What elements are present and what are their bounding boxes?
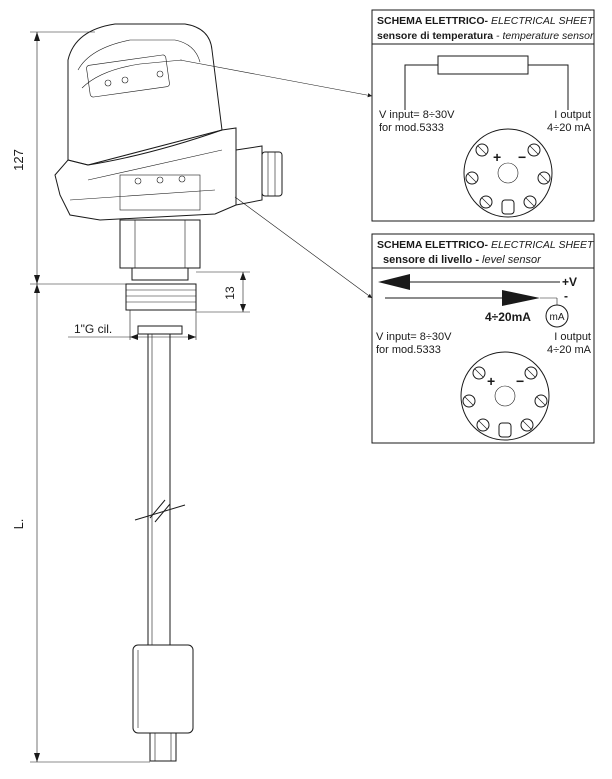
thread-dimension: 1"G cil. xyxy=(68,310,197,340)
dim-length: L. xyxy=(11,519,26,530)
level-terminal-block: + − xyxy=(460,351,550,441)
level-subtitle: sensore di livello - level sensor xyxy=(383,254,542,266)
level-v-input: V input= 8÷30V xyxy=(376,331,452,343)
level-for-mod: for mod.5333 xyxy=(376,344,441,356)
left-dimensions: 127 L. xyxy=(11,31,150,763)
leader-level xyxy=(234,196,373,299)
dim-head-height: 127 xyxy=(11,149,26,171)
housing-head xyxy=(54,23,283,335)
temp-minus-sign: − xyxy=(518,149,526,165)
level-plus-v: +V xyxy=(562,275,577,289)
stem-and-float xyxy=(132,334,194,762)
temp-title: SCHEMA ELETTRICO- ELECTRICAL SHEET xyxy=(377,15,595,27)
temp-for-mod: for mod.5333 xyxy=(379,122,444,134)
level-i-output: I output xyxy=(554,331,591,343)
temperature-electrical-sheet: SCHEMA ELETTRICO- ELECTRICAL SHEET senso… xyxy=(371,9,595,222)
dim-nipple-height: 13 xyxy=(223,286,237,300)
level-i-range: 4÷20 mA xyxy=(547,344,592,356)
temp-i-range: 4÷20 mA xyxy=(547,122,592,134)
level-title: SCHEMA ELETTRICO- ELECTRICAL SHEET xyxy=(377,239,595,251)
temp-plus-sign: + xyxy=(493,149,501,165)
level-minus: - xyxy=(564,289,568,303)
level-minus-sign: − xyxy=(516,373,524,389)
level-plus-sign: + xyxy=(487,373,495,389)
leader-temperature xyxy=(179,59,373,98)
level-current: 4÷20mA xyxy=(485,310,531,324)
temp-subtitle: sensore di temperatura - temperature sen… xyxy=(377,30,594,42)
level-electrical-sheet: SCHEMA ELETTRICO- ELECTRICAL SHEET senso… xyxy=(371,233,595,444)
rtd-resistor xyxy=(437,55,529,75)
nipple-dimension: 13 xyxy=(196,271,250,313)
milliammeter-icon xyxy=(545,304,569,328)
temp-terminal-block: + − xyxy=(463,128,553,218)
dim-thread: 1"G cil. xyxy=(74,322,112,336)
temp-i-output: I output xyxy=(554,109,591,121)
temp-v-input: V input= 8÷30V xyxy=(379,109,455,121)
level-meter-label: mA xyxy=(550,312,565,323)
